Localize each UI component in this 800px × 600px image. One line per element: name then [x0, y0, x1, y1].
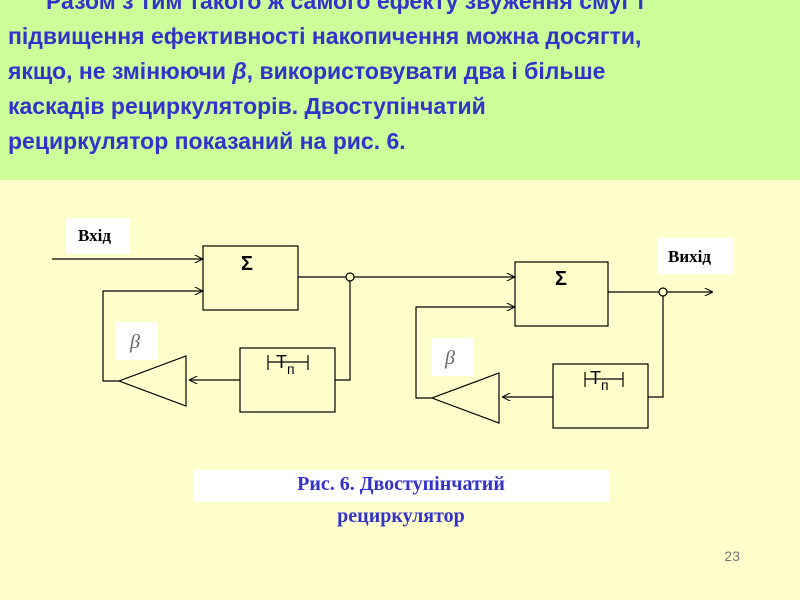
input-label-box — [66, 218, 130, 254]
delay-1-symbol: Тп — [276, 352, 295, 377]
stage-2 — [415, 261, 712, 429]
paragraph-line-3-start: якщо, не змінюючи — [8, 58, 233, 84]
summer-1-symbol: Σ — [241, 253, 253, 275]
recirculator-diagram: Вхід Вихід — [52, 218, 733, 429]
beta-2-label: β — [444, 347, 455, 369]
beta-1-box — [116, 322, 158, 360]
stage-1 — [52, 245, 514, 413]
amplifier-1 — [117, 355, 187, 407]
intro-paragraph: Разом з тим такого ж самого ефекту звуже… — [8, 0, 798, 159]
summer-1-block — [202, 245, 299, 311]
junction-node-1 — [345, 272, 355, 282]
amplifier-2 — [430, 372, 500, 424]
feedback-line-2 — [415, 307, 514, 399]
delay-2-symbol: Тп — [590, 368, 609, 393]
paragraph-line-1: Разом з тим такого ж самого ефекту звуже… — [46, 0, 644, 14]
feedback-tap-2 — [648, 296, 664, 398]
delay-2-block — [552, 363, 649, 429]
junction-node-2 — [658, 287, 668, 297]
beta-2-box — [431, 338, 473, 376]
paragraph-beta: β — [232, 58, 247, 84]
paragraph-line-5: рециркулятор показаний на рис. 6. — [8, 128, 406, 154]
paragraph-line-4: каскадів рециркуляторів. Двоступінчатий — [8, 93, 486, 119]
input-label: Вхід — [78, 226, 111, 245]
text-banner: Разом з тим такого ж самого ефекту звуже… — [0, 0, 800, 180]
caption-line-2: рециркулятор — [337, 505, 465, 527]
beta-1-label: β — [129, 331, 140, 353]
caption-line-1: Рис. 6. Двоступінчатий — [297, 473, 505, 495]
feedback-tap-1 — [335, 281, 351, 381]
summer-2-block — [514, 261, 609, 327]
figure-caption-continued: рециркулятор — [193, 502, 609, 530]
paragraph-line-3-end: , використовувати два і більше — [246, 58, 606, 84]
delay-1-block — [239, 347, 336, 413]
page-number: 23 — [724, 548, 740, 564]
output-label: Вихід — [668, 247, 711, 266]
summer-2-symbol: Σ — [555, 268, 567, 290]
feedback-line-1 — [102, 291, 202, 382]
paragraph-line-2: підвищення ефективності накопичення можн… — [8, 23, 642, 49]
output-label-box — [657, 238, 733, 274]
figure-caption: Рис. 6. Двоступінчатий — [193, 470, 609, 502]
